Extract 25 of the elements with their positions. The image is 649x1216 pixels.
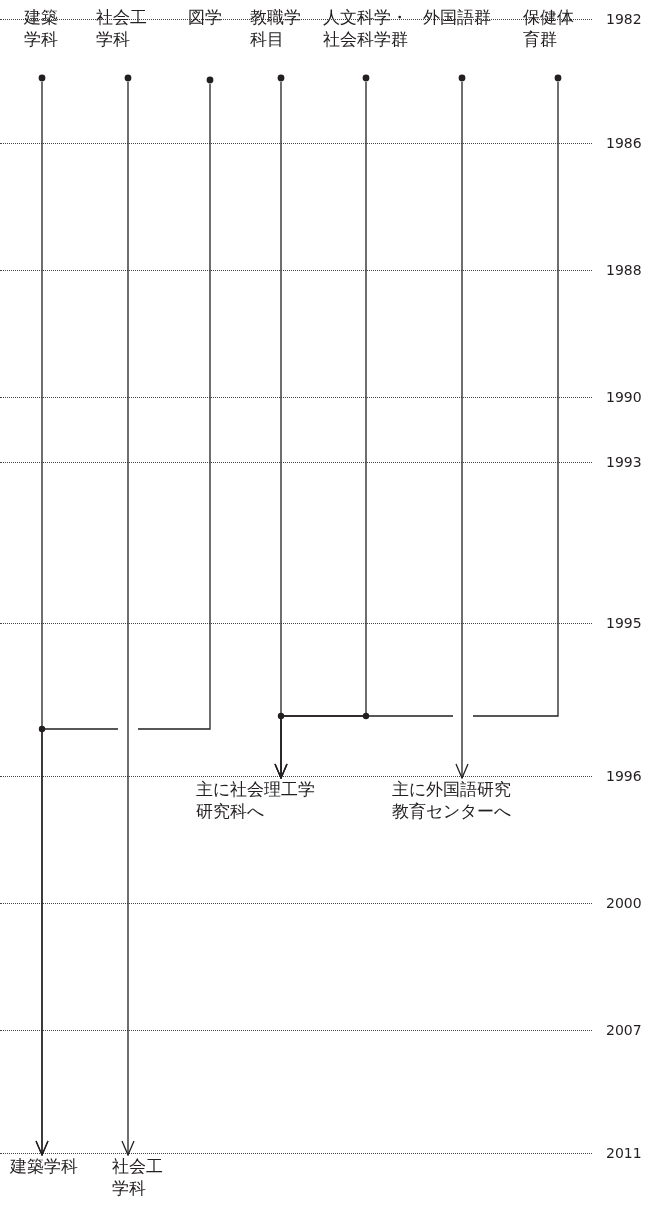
year-label: 1993 bbox=[606, 454, 642, 470]
node-label: 社会工学科 bbox=[112, 1155, 164, 1199]
arrow bbox=[121, 81, 135, 1156]
node-label: 教職学科目 bbox=[250, 6, 302, 50]
arrow bbox=[455, 81, 469, 779]
arrow bbox=[274, 81, 559, 779]
year-label: 2007 bbox=[606, 1022, 642, 1038]
node-label: 保健体育群 bbox=[523, 6, 575, 50]
node-label: 主に外国語研究教育センターへ bbox=[392, 778, 512, 822]
node-label: 社会工学科 bbox=[96, 6, 148, 50]
node-label: 図学 bbox=[188, 6, 223, 28]
year-label: 1982 bbox=[606, 11, 642, 27]
year-label: 1996 bbox=[606, 768, 642, 784]
node-label: 人文科学・社会科学群 bbox=[323, 6, 409, 50]
node-label: 建築学科 bbox=[10, 1155, 79, 1177]
year-label: 2000 bbox=[606, 895, 642, 911]
arrow bbox=[35, 83, 211, 1156]
year-label: 1990 bbox=[606, 389, 642, 405]
node-label: 建築学科 bbox=[24, 6, 59, 50]
year-label: 1988 bbox=[606, 262, 642, 278]
node-label: 外国語群 bbox=[423, 6, 492, 28]
node-label: 主に社会理工学研究科へ bbox=[196, 778, 316, 822]
year-label: 2011 bbox=[606, 1145, 642, 1161]
year-label: 1995 bbox=[606, 615, 642, 631]
year-label: 1986 bbox=[606, 135, 642, 151]
